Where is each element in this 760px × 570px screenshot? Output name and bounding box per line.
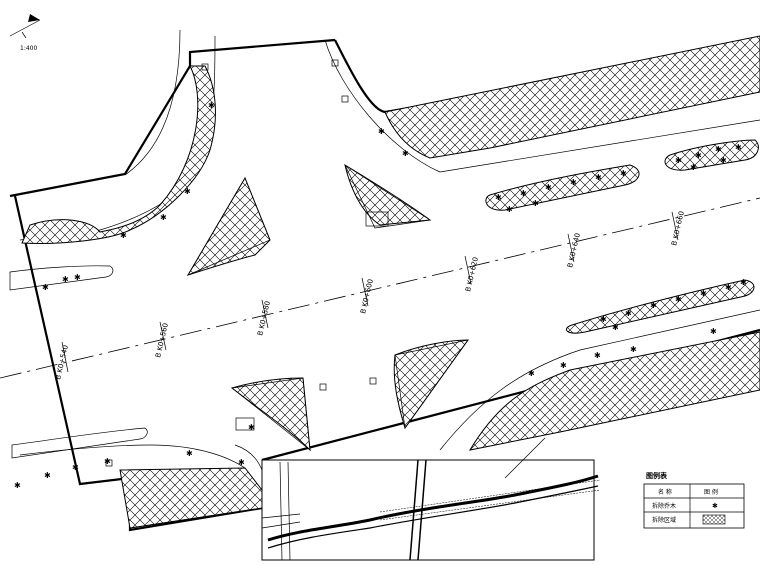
legend-title: 图例表 [646,471,668,480]
chainage-label: B K0+580 [256,300,272,336]
svg-text:✱: ✱ [675,156,682,165]
svg-text:✱: ✱ [532,199,539,208]
svg-text:✱: ✱ [74,273,81,282]
svg-text:✱: ✱ [735,143,742,152]
svg-text:✱: ✱ [184,187,191,196]
svg-text:✱: ✱ [120,231,127,240]
road-centreline [0,197,760,379]
tree-symbol-icon: ✱ [712,502,718,510]
svg-text:✱: ✱ [186,449,193,458]
hatch-swatch-icon [702,514,726,525]
svg-text:✱: ✱ [690,163,697,172]
traffic-islands [9,164,469,459]
demolition-areas [21,35,760,529]
north-arrow-icon [9,14,41,39]
svg-text:✱: ✱ [695,151,702,160]
chainage-label: B K0+600 [359,278,375,314]
svg-text:✱: ✱ [506,205,513,214]
svg-text:✱: ✱ [715,145,722,154]
svg-text:✱: ✱ [710,327,717,336]
svg-text:✱: ✱ [248,423,255,432]
legend: 图例表 名 称 图 例 拆除乔木 ✱ 拆除区域 [643,471,745,529]
svg-text:✱: ✱ [612,323,619,332]
utility-boxes [105,59,389,467]
svg-text:✱: ✱ [520,189,527,198]
svg-text:✱: ✱ [495,193,502,202]
svg-text:✱: ✱ [595,173,602,182]
location-key-map [261,437,601,561]
svg-text:✱: ✱ [528,369,535,378]
chainage-labels: B K0+540 B K0+560 B K0+580 B K0+600 B K0… [54,210,686,380]
legend-row-name: 拆除乔木 [652,502,676,510]
svg-text:✱: ✱ [378,127,385,136]
svg-text:✱: ✱ [625,309,632,318]
svg-text:✱: ✱ [104,457,111,466]
svg-text:✱: ✱ [700,289,707,298]
svg-text:✱: ✱ [630,345,637,354]
legend-header-symbol: 图 例 [704,488,718,496]
chainage-ticks [61,211,679,373]
svg-text:✱: ✱ [650,301,657,310]
svg-text:✱: ✱ [740,278,747,287]
chainage-label: B K0+540 [54,344,70,380]
chainage-label: B K0+560 [154,322,170,358]
svg-text:✱: ✱ [14,481,21,490]
svg-text:✱: ✱ [570,178,577,187]
svg-text:✱: ✱ [725,283,732,292]
svg-text:✱: ✱ [600,315,607,324]
svg-text:✱: ✱ [208,101,215,110]
svg-text:✱: ✱ [72,463,79,472]
tree-markers: ✱ ✱ ✱ ✱ ✱ ✱ ✱ ✱ ✱ ✱ ✱ ✱ ✱ ✱ ✱ ✱ ✱ ✱ ✱ ✱ ✱ ✱ ✱ ✱ ✱ ✱ ✱ ✱ ✱ ✱… [14,101,747,490]
svg-text:✱: ✱ [675,295,682,304]
svg-text:✱: ✱ [44,471,51,480]
svg-text:✱: ✱ [238,458,245,467]
svg-text:✱: ✱ [402,149,409,158]
svg-text:✱: ✱ [620,169,627,178]
svg-text:✱: ✱ [720,156,727,165]
svg-text:✱: ✱ [42,283,49,292]
legend-header-name: 名 称 [658,488,672,496]
svg-text:✱: ✱ [560,361,567,370]
svg-text:✱: ✱ [545,183,552,192]
legend-row-name: 拆除区域 [652,516,676,524]
scale-label: 1:400 [20,45,37,52]
svg-text:✱: ✱ [62,275,69,284]
svg-text:✱: ✱ [594,351,601,360]
svg-text:✱: ✱ [160,213,167,222]
